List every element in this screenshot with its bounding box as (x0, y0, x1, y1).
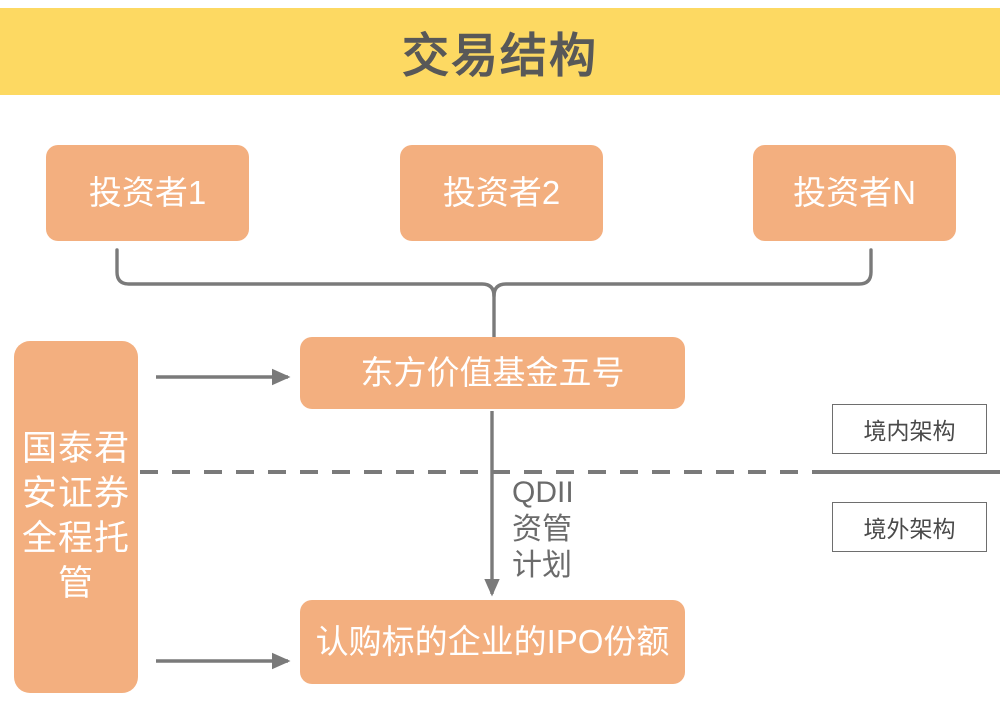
ipo-shares-box[interactable]: 认购标的企业的IPO份额 (300, 600, 685, 684)
legend-onshore-structure[interactable]: 境内架构 (832, 404, 987, 454)
title-banner (0, 8, 1000, 95)
legend-onshore-label: 境内架构 (863, 418, 956, 444)
investor-2-box[interactable]: 投资者2 (400, 145, 603, 241)
qdii-plan-label: QDII 资管 计划 (512, 476, 574, 583)
fund-label: 东方价值基金五号 (360, 354, 625, 392)
investor-bracket-connector (115, 248, 873, 298)
legend-offshore-label: 境外架构 (863, 516, 956, 542)
investor-2-label: 投资者2 (442, 174, 561, 212)
custodian-label: 国泰君安证券全程托管 (21, 429, 130, 603)
fund-box[interactable]: 东方价值基金五号 (300, 337, 685, 409)
legend-offshore-structure[interactable]: 境外架构 (832, 502, 987, 552)
investor-1-box[interactable]: 投资者1 (46, 145, 249, 241)
investor-n-label: 投资者N (793, 174, 916, 212)
investor-1-label: 投资者1 (88, 174, 207, 212)
ipo-shares-label: 认购标的企业的IPO份额 (315, 623, 670, 661)
page-title: 交易结构 (402, 29, 598, 82)
custodian-box[interactable]: 国泰君安证券全程托管 (14, 341, 138, 693)
investor-n-box[interactable]: 投资者N (753, 145, 956, 241)
